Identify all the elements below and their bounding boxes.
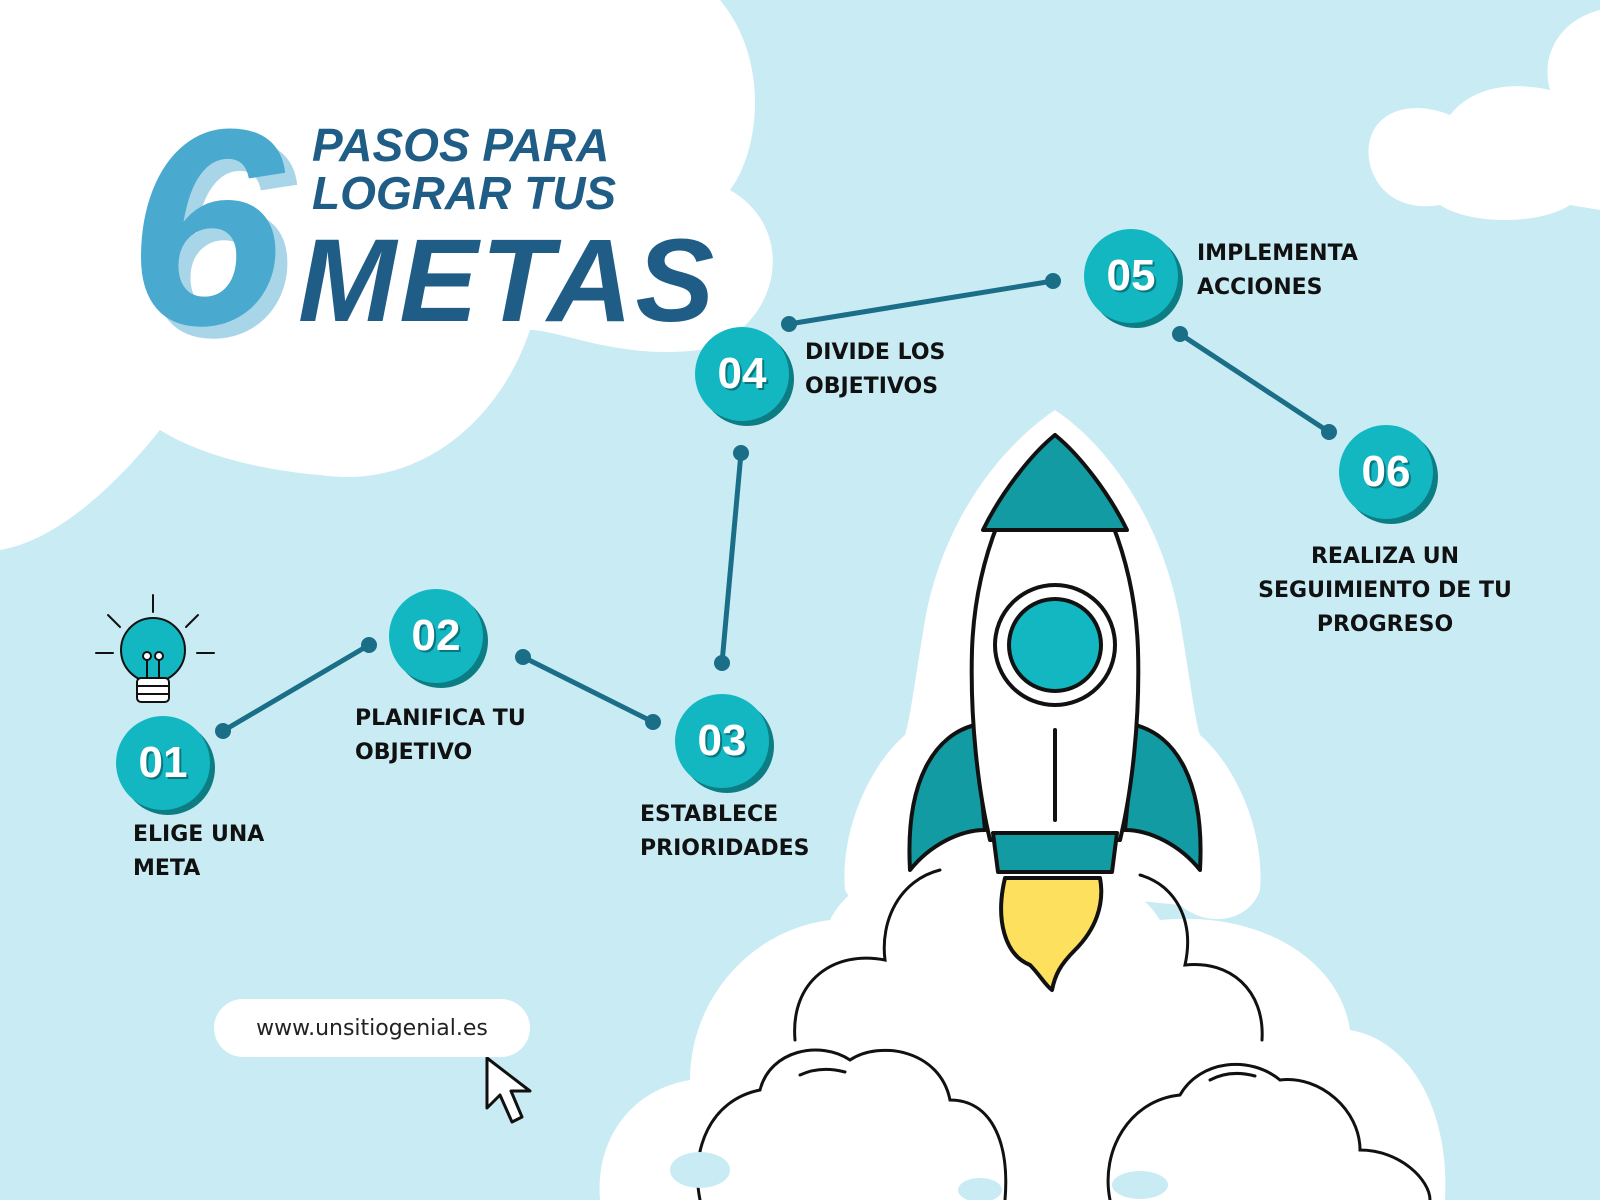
cursor-arrow-icon — [485, 1056, 532, 1124]
step-04-badge: 04 — [695, 327, 789, 421]
title-line-1: PASOS PARA — [312, 119, 610, 171]
step-05-badge: 05 — [1084, 229, 1178, 323]
step-04-label: DIVIDE LOS OBJETIVOS — [805, 340, 946, 399]
step-02-label: PLANIFICA TU OBJETIVO — [355, 706, 526, 765]
step-05-label: IMPLEMENTA ACCIONES — [1197, 241, 1358, 300]
title-line-3: METAS — [298, 215, 718, 347]
step-03-label: ESTABLECE PRIORIDADES — [640, 802, 810, 861]
title-number: 6 — [128, 72, 284, 384]
step-06-label: REALIZA UN SEGUIMIENTO DE TU PROGRESO — [1258, 544, 1512, 637]
title-line-2: LOGRAR TUS — [312, 167, 617, 219]
step-01-label: ELIGE UNA META — [133, 822, 265, 881]
cloud-bottom — [599, 868, 1446, 1200]
step-03-badge: 03 — [675, 694, 769, 788]
step-06-badge: 06 — [1339, 425, 1433, 519]
smoke-clouds — [696, 868, 1432, 1200]
smoke-accents — [670, 1152, 1168, 1200]
cloud-top-left — [0, 0, 773, 550]
website-link[interactable]: www.unsitiogenial.es — [214, 999, 530, 1057]
cloud-top-right — [1368, 10, 1600, 220]
lightbulb-icon — [95, 594, 215, 703]
step-connectors — [215, 273, 1337, 739]
step-02-badge: 02 — [389, 589, 483, 683]
rocket-icon — [907, 433, 1203, 992]
step-01-badge: 01 — [116, 716, 210, 810]
